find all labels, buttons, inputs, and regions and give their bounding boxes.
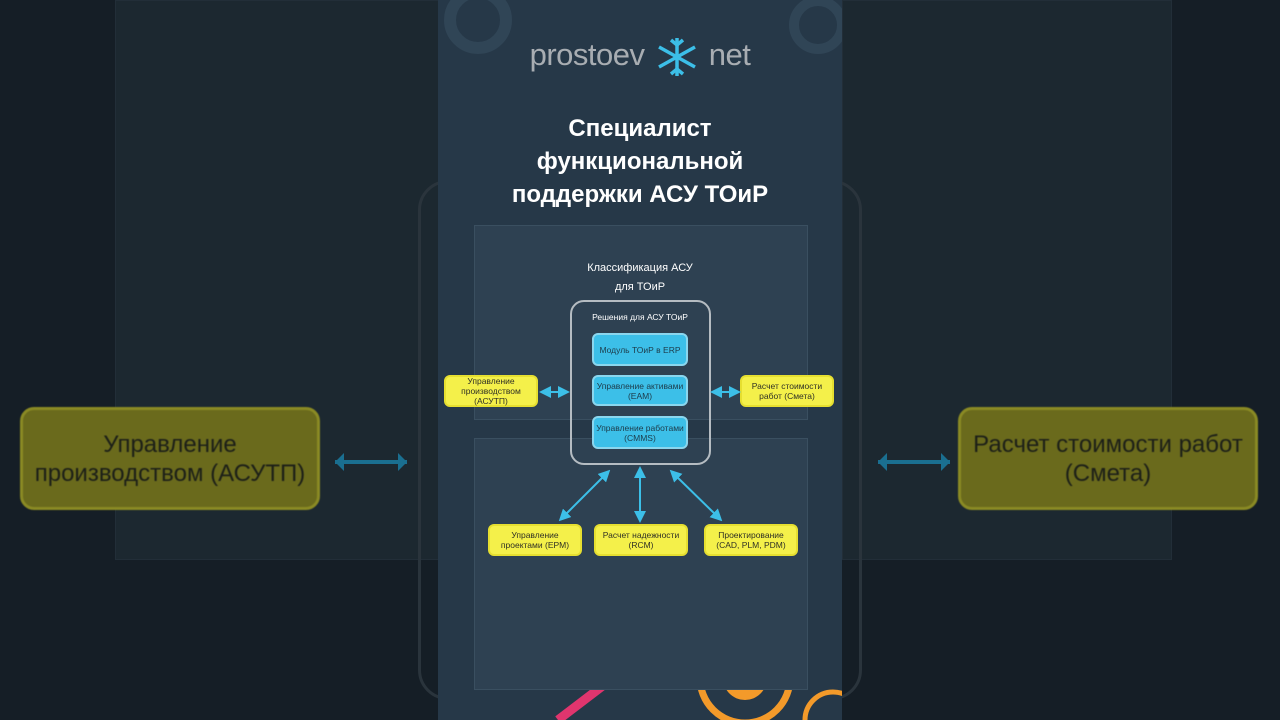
blurred-background-right: Расчет стоимости работ (Смета) xyxy=(842,0,1280,720)
box-asutp: Управление производством (АСУТП) xyxy=(444,375,538,407)
logo-text-left: prostoev xyxy=(529,37,645,73)
blurred-right-box: Расчет стоимости работ (Смета) xyxy=(958,407,1258,510)
blurred-left-box: Управление производством (АСУТП) xyxy=(20,407,320,510)
diagram-heading: для ТОиР xyxy=(614,281,666,293)
diagram-heading: Классификация АСУ xyxy=(587,262,693,274)
solutions-group xyxy=(570,300,711,465)
core-box-eam: Управление активами (EAM) xyxy=(592,375,688,406)
box-smeta: Расчет стоимости работ (Смета) xyxy=(740,375,834,407)
video-title: Специалист функциональной поддержки АСУ … xyxy=(438,112,842,211)
title-line: Специалист xyxy=(568,115,712,142)
logo: prostoev net xyxy=(438,36,842,78)
video-panel: prostoev net Специалист функциональной п… xyxy=(438,0,842,720)
snowflake-logo-icon xyxy=(653,36,701,78)
connector-arrows-icon xyxy=(539,386,741,523)
title-line: поддержки АСУ ТОиР xyxy=(511,181,769,208)
core-box-erp: Модуль ТОиР в ERP xyxy=(592,333,688,366)
box-cad: Проектирование (CAD, PLM, PDM) xyxy=(704,524,798,556)
logo-text-right: net xyxy=(708,37,751,73)
title-line: функциональной xyxy=(536,148,744,175)
blurred-arrow-icon xyxy=(335,453,407,471)
core-box-cmms: Управление работами (CMMS) xyxy=(592,416,688,449)
group-label: Решения для АСУ ТОиР xyxy=(592,312,688,322)
box-rcm: Расчет надежности (RCM) xyxy=(594,524,688,556)
box-epm: Управление проектами (EPM) xyxy=(488,524,582,556)
blurred-background-left: Управление производством (АСУТП) xyxy=(0,0,438,720)
blurred-arrow-icon xyxy=(878,453,950,471)
